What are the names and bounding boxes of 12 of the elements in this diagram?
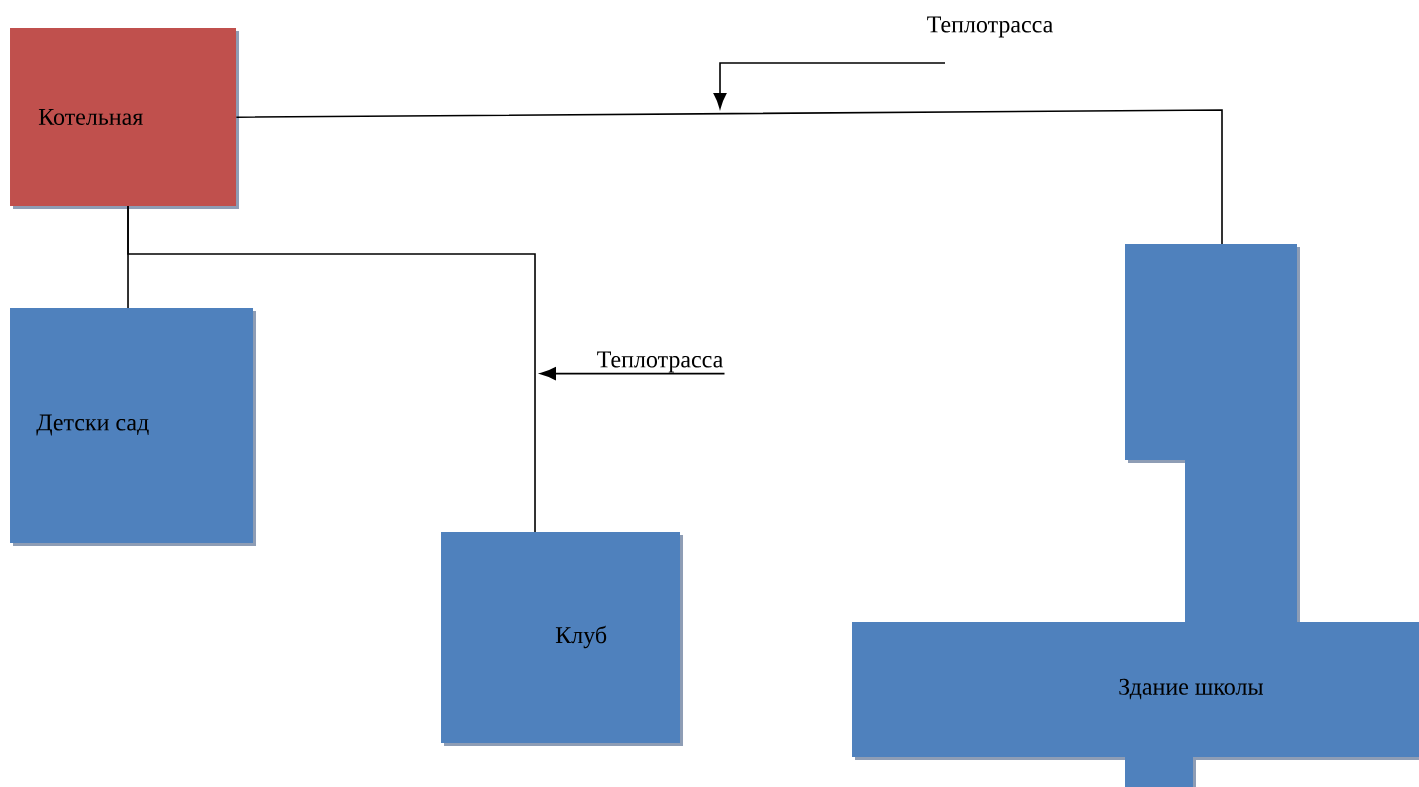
leader-arrow xyxy=(540,367,726,380)
pipeline xyxy=(127,205,536,533)
pipeline-label: Теплотрасса xyxy=(597,351,723,373)
building-wing xyxy=(1125,757,1196,787)
building-box: Детски сад xyxy=(10,308,256,546)
building-box: Клуб xyxy=(441,532,683,746)
school-building-box: Здание школы xyxy=(852,622,1419,760)
pipeline-label: Теплотрасса xyxy=(927,16,1053,38)
boiler-house-box: Котельная xyxy=(10,28,239,209)
building-wing xyxy=(1125,244,1188,463)
leader-arrow xyxy=(713,62,946,109)
pipeline xyxy=(235,109,1223,245)
